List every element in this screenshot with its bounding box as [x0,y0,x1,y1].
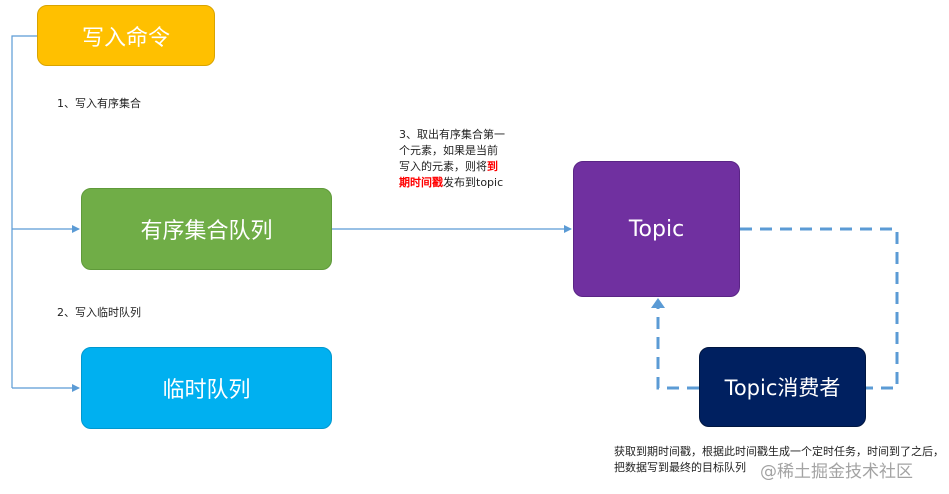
step3-highlight: 到期时间戳 [399,160,498,189]
watermark: @稀土掘金技术社区 [760,462,913,482]
topic-consumer-node: Topic消费者 [699,347,866,427]
temp-queue-label: 临时队列 [162,378,251,403]
temp-queue-node: 临时队列 [81,347,332,429]
trunk-line [11,35,37,388]
step3-label: 3、取出有序集合第一个元素，如果是当前写入的元素，则将到期时间戳发布到topic [399,127,507,191]
dashed-consumer-to-topic [656,305,699,390]
topic-node: Topic [573,161,740,297]
sorted-set-queue-label: 有序集合队列 [140,219,273,244]
write-command-node: 写入命令 [37,5,215,66]
write-command-label: 写入命令 [81,25,170,51]
step3-text-b: 发布到topic [443,176,504,189]
topic-consumer-label: Topic消费者 [724,376,841,400]
step3-text-a: 3、取出有序集合第一个元素，如果是当前写入的元素，则将 [399,128,505,173]
consumer-note: 获取到期时间戳，根据此时间戳生成一个定时任务，时间到了之后，把数据写到最终的目标… [614,445,944,474]
topic-label: Topic [628,216,685,242]
dashed-topic-to-consumer [740,227,899,390]
step2-label: 2、写入临时队列 [57,306,141,319]
sorted-set-queue-node: 有序集合队列 [81,188,332,270]
step1-label: 1、写入有序集合 [57,97,141,110]
dashed-arrowhead [651,298,665,308]
